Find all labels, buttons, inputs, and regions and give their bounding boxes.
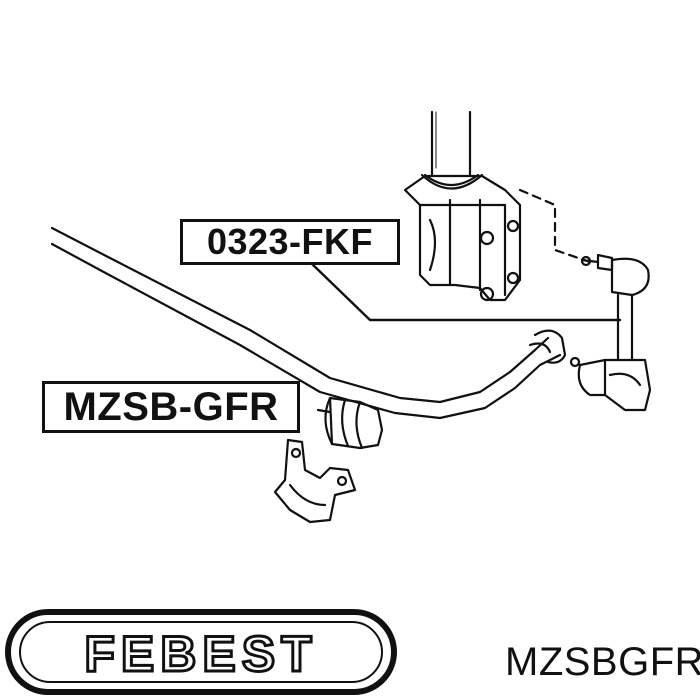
febest-logo: FEBEST [5, 609, 397, 695]
svg-text:FEBEST: FEBEST [84, 626, 317, 682]
stabilizer-bushing [316, 396, 384, 450]
leader-line-0323 [308, 260, 622, 322]
part-number: MZSBGFR [505, 640, 700, 684]
bushing-bracket [273, 438, 357, 524]
strut-assembly [403, 110, 522, 302]
stabilizer-bar [50, 226, 567, 420]
callout-0323-fkf: 0323-FKF [180, 219, 400, 265]
callout-mzsb-gfr: MZSB-GFR [42, 381, 300, 433]
stabilizer-link [569, 253, 652, 412]
mount-dashed-line [518, 188, 592, 264]
